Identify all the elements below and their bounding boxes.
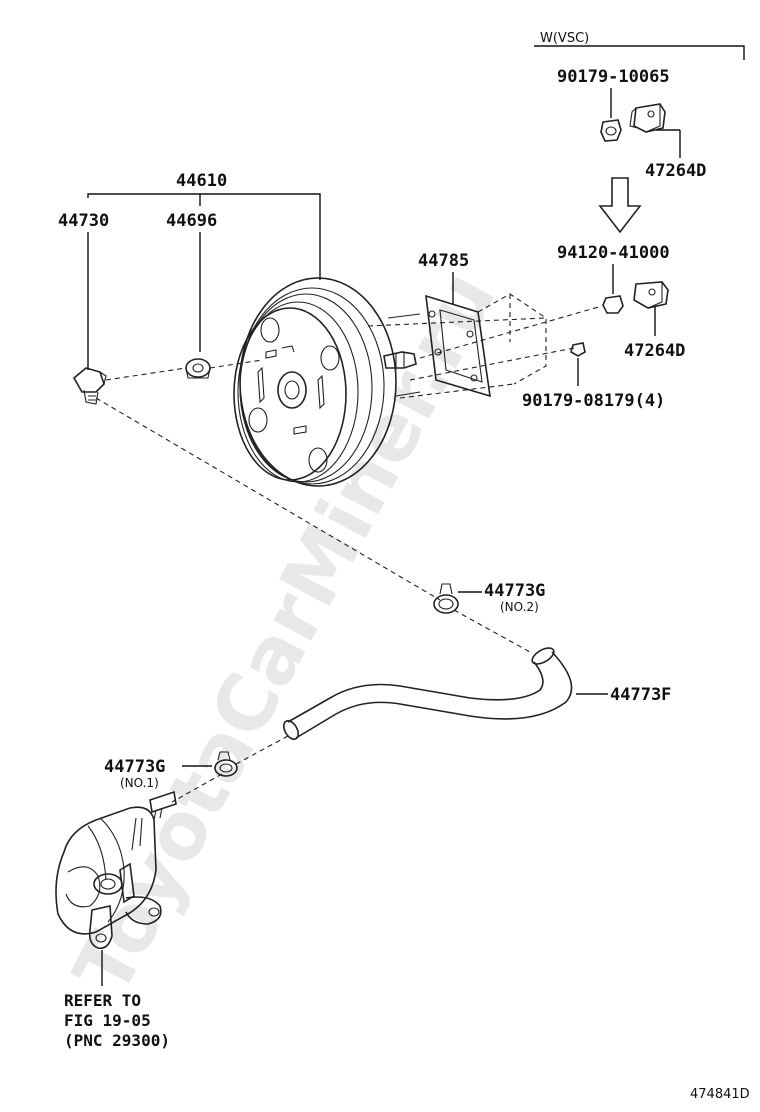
dash-clip2-hose	[453, 609, 531, 653]
label-90179-10065: 90179-10065	[557, 67, 670, 87]
dash-clip1-pump	[171, 773, 223, 803]
label-44610: 44610	[176, 171, 227, 191]
label-94120-41000: 94120-41000	[557, 243, 670, 263]
group-header-bracket	[534, 45, 745, 60]
check-valve-44730	[72, 367, 107, 405]
arrow-down-icon	[598, 177, 642, 234]
hose-clip-44773g-no1	[214, 751, 238, 777]
grommet-44696	[185, 358, 211, 379]
vacuum-pump	[55, 790, 177, 950]
gasket-44785	[425, 294, 491, 398]
label-44696: 44696	[166, 211, 217, 231]
phantom-mount-box	[367, 293, 603, 399]
figure-id: 474841D	[690, 1087, 750, 1102]
label-44773f: 44773F	[610, 685, 671, 705]
refer-line-1: REFER TO	[64, 991, 141, 1010]
dash-valve-grommet	[105, 367, 187, 381]
hose-clip-44773g-no2	[433, 583, 459, 614]
label-44773g-no2: 44773G	[484, 581, 545, 601]
bracket-47264d-mid	[633, 281, 669, 309]
label-47264d-top: 47264D	[645, 161, 706, 181]
label-no2: (NO.2)	[500, 600, 539, 614]
label-44785: 44785	[418, 251, 469, 271]
bracket-47264d-top	[629, 103, 666, 133]
bracket-44610	[87, 193, 321, 280]
brake-booster-44610	[233, 277, 421, 487]
dash-valve-clip2	[95, 397, 441, 601]
watermark: ToyotaCarMiner.ru	[57, 258, 513, 1009]
dash-hose-clip1	[235, 735, 289, 765]
refer-line-3: (PNC 29300)	[64, 1031, 170, 1050]
refer-line-2: FIG 19-05	[64, 1011, 151, 1030]
label-44773g-no1: 44773G	[104, 757, 165, 777]
label-90179-08179: 90179-08179(4)	[522, 391, 665, 411]
nut-90179-10065	[600, 119, 622, 142]
label-47264d-mid: 47264D	[624, 341, 685, 361]
group-header-label: W(VSC)	[540, 31, 589, 46]
label-no1: (NO.1)	[120, 776, 159, 790]
label-44730: 44730	[58, 211, 109, 231]
nut-90179-08179	[570, 342, 586, 357]
vacuum-hose-44773f	[282, 647, 573, 740]
nut-94120-41000	[602, 295, 624, 314]
